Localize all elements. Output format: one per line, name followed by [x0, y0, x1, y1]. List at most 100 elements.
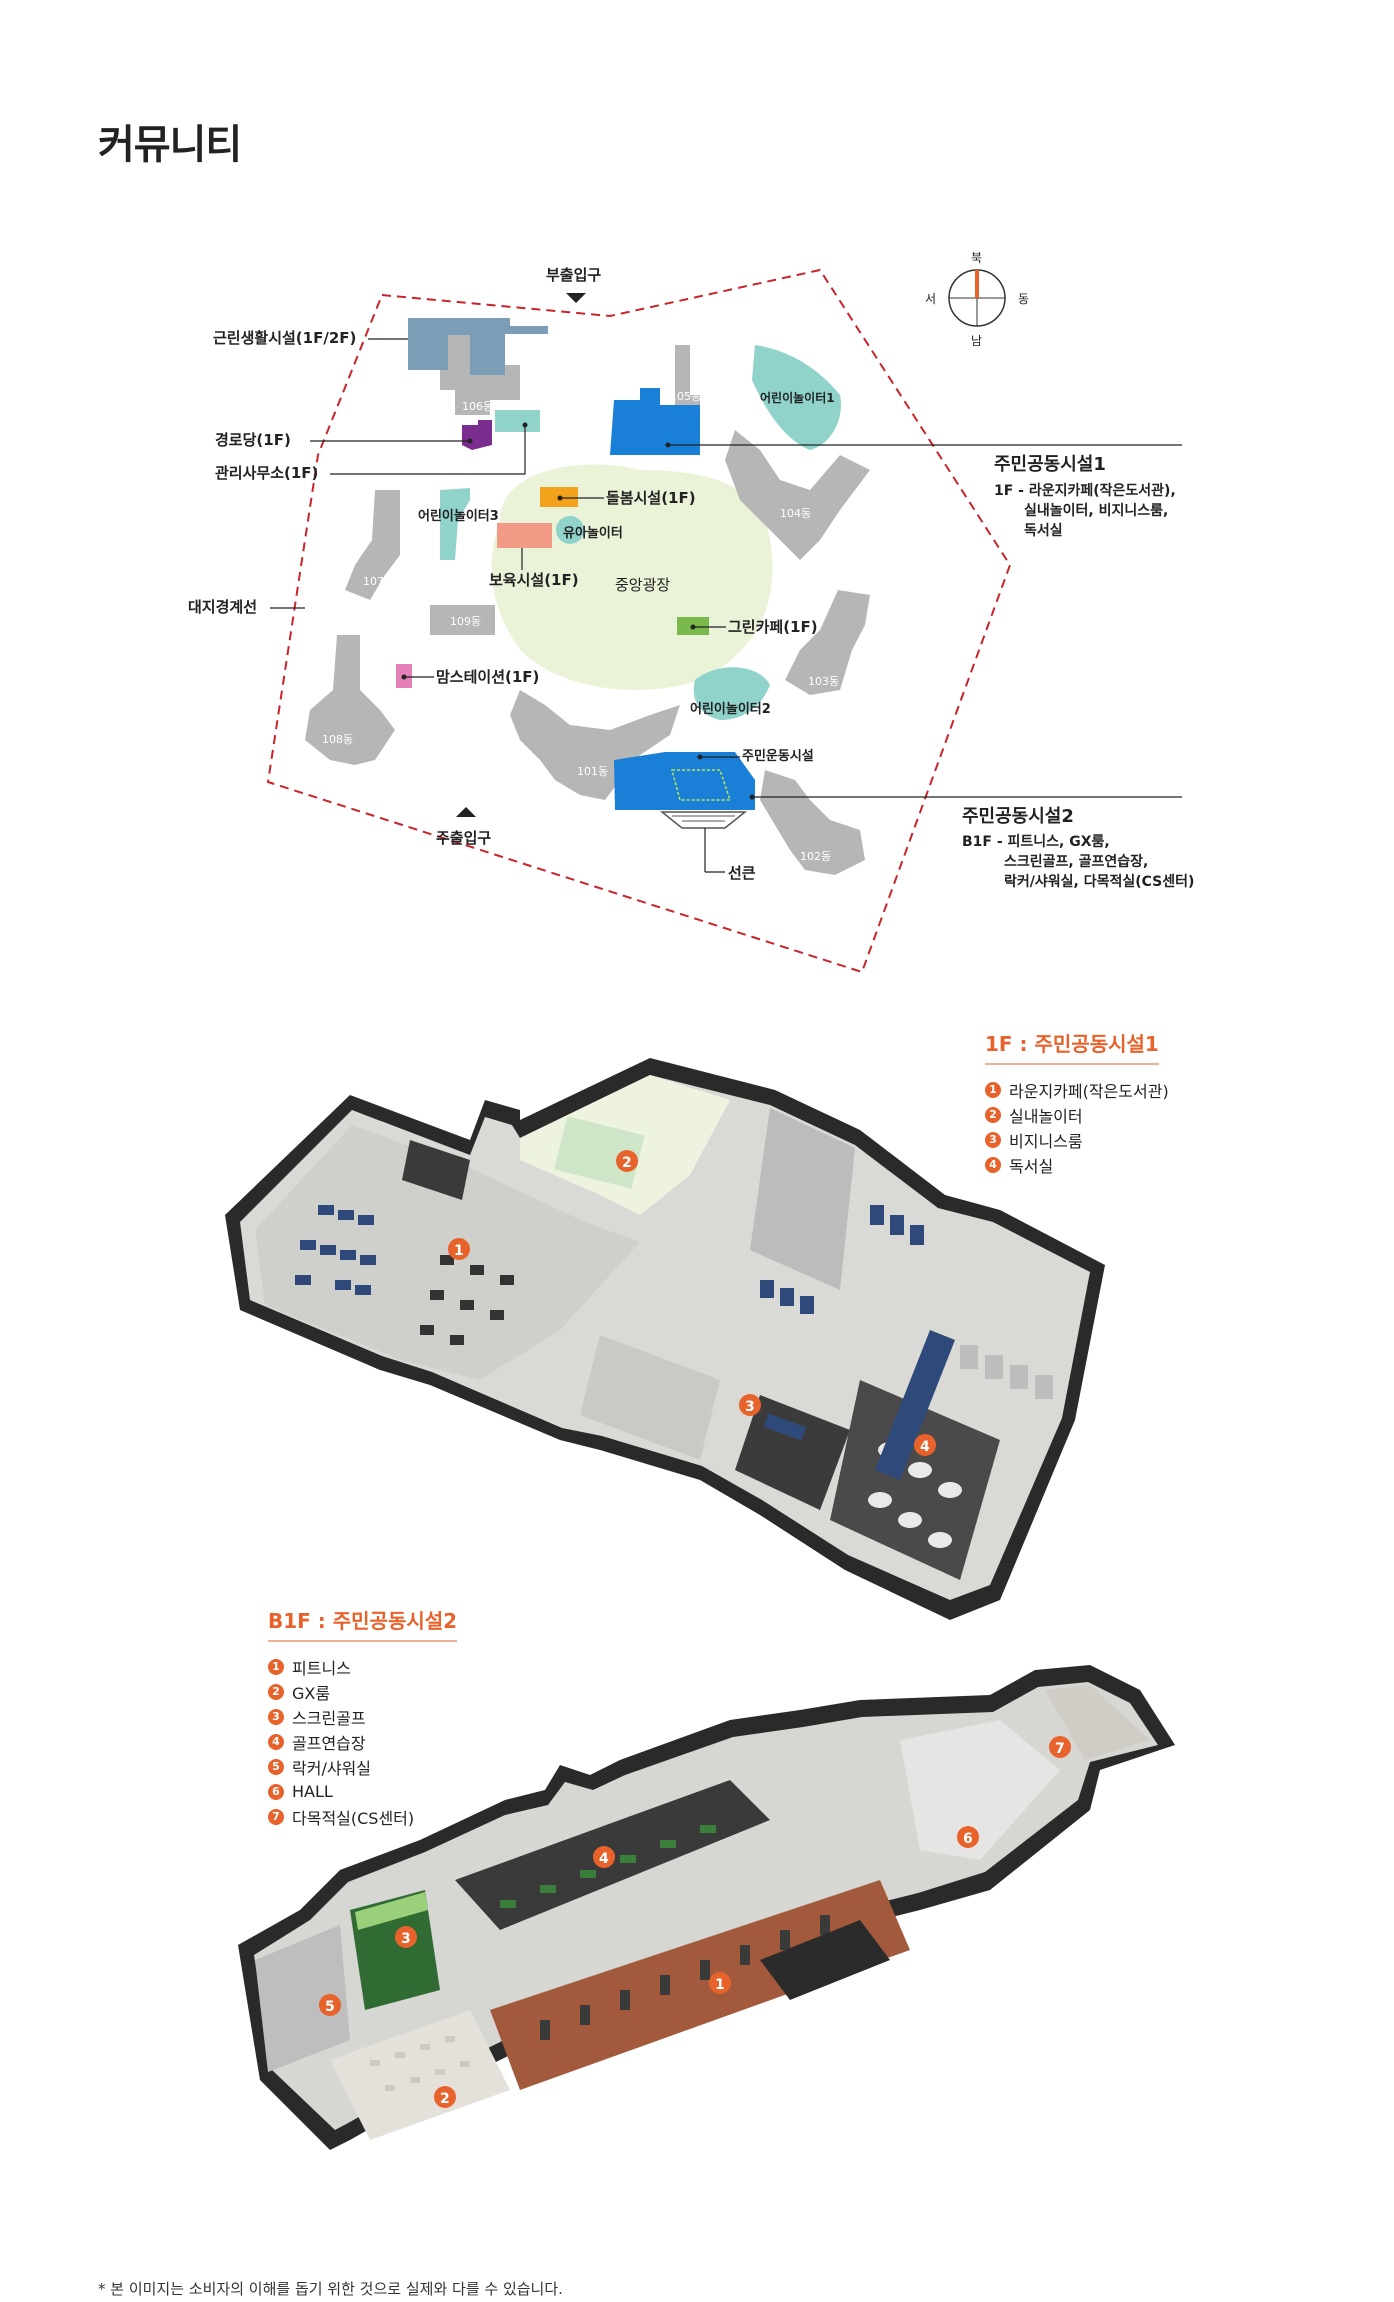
floorB1-legend-item: 3 스크린골프 [268, 1704, 457, 1729]
facility2-title: 주민공동시설2 [962, 806, 1074, 827]
building-label-101: 101동 [577, 765, 608, 778]
floor1-legend-title: 1F : 주민공동시설1 [985, 1028, 1159, 1065]
compass-south: 남 [971, 334, 982, 348]
building-label-107: 107동 [363, 575, 394, 588]
floor1-marker-1 [448, 1238, 470, 1260]
toddler-playground-block [556, 516, 584, 544]
floorB1-legend-item: 6 HALL [268, 1779, 457, 1804]
floorB1-marker-1-num: 1 [715, 1977, 725, 1993]
site-map: 106동 105동 104동 107동 109동 108동 103동 101동 … [188, 251, 1194, 974]
floor1-marker-3-num: 3 [745, 1399, 755, 1415]
main-entrance-arrow [456, 807, 476, 817]
floorB1-legend-num: 4 [268, 1733, 284, 1750]
plaza-label: 중앙광장 [615, 576, 670, 594]
facility1-block [610, 388, 700, 455]
building-101 [510, 690, 680, 800]
floor1-legend-item: 2 실내놀이터 [985, 1102, 1169, 1127]
floorB1-legend-item: 5 락커/샤워실 [268, 1754, 457, 1779]
main-entrance-label: 주출입구 [436, 829, 491, 847]
floorB1-legend-item: 4 골프연습장 [268, 1729, 457, 1754]
floorB1-legend-item: 1 피트니스 [268, 1654, 457, 1679]
floorB1-legend-label: GX룸 [292, 1683, 331, 1703]
floor1-marker-3 [739, 1394, 761, 1416]
floorB1-legend-title: B1F : 주민공동시설2 [268, 1605, 458, 1642]
playground1-block [752, 345, 841, 450]
floor1-legend: 1F : 주민공동시설1 1 라운지카페(작은도서관) 2 실내놀이터 3 비지… [985, 1028, 1169, 1177]
facility1-title: 주민공동시설1 [994, 454, 1106, 475]
floorB1-marker-6 [957, 1826, 979, 1848]
floorB1-marker-2 [434, 2086, 456, 2108]
floor1-marker-1-num: 1 [454, 1243, 464, 1259]
floor1-marker-4-num: 4 [920, 1439, 930, 1455]
facility2-block [614, 752, 755, 810]
building-label-103: 103동 [808, 675, 839, 688]
floor1-legend-label: 독서실 [1009, 1156, 1054, 1176]
floorB1-marker-2-num: 2 [440, 2091, 450, 2107]
sports-label: 주민운동시설 [742, 748, 814, 764]
floorB1-marker-5-num: 5 [325, 1999, 335, 2015]
floorB1-marker-3 [395, 1926, 417, 1948]
floor1-marker-2 [616, 1150, 638, 1172]
facility1-line-2: 실내놀이터, 비지니스룸, [1024, 502, 1168, 519]
page-title: 커뮤니티 [98, 122, 242, 168]
disclaimer: * 본 이미지는 소비자의 이해를 돕기 위한 것으로 실제와 다를 수 있습니… [98, 2280, 563, 2298]
facility2-line-1: B1F - 피트니스, GX룸, [962, 834, 1110, 850]
building-107 [345, 490, 400, 600]
floorB1-marker-4 [593, 1846, 615, 1868]
building-105 [675, 345, 700, 415]
floor1-legend-item: 4 독서실 [985, 1152, 1169, 1177]
office-label: 관리사무소(1F) [215, 464, 318, 482]
senior-center-block [462, 420, 492, 450]
floor1-legend-num: 2 [985, 1106, 1001, 1123]
floorB1-marker-3-num: 3 [401, 1931, 411, 1947]
floorB1-legend-num: 7 [268, 1808, 284, 1825]
sports-field-outline [671, 769, 732, 801]
floorB1-legend-label: 락커/샤워실 [292, 1758, 371, 1778]
toddler-label: 유아놀이터 [563, 525, 623, 541]
compass: 북 남 서 동 [925, 251, 1029, 348]
floorB1-legend-num: 5 [268, 1758, 284, 1775]
building-label-109: 109동 [450, 615, 481, 628]
office-leader [330, 425, 526, 475]
floorB1-marker-7 [1049, 1736, 1071, 1758]
floorB1-marker-6-num: 6 [963, 1831, 973, 1847]
retail-block-lower [408, 335, 448, 370]
floor1-legend-num: 1 [985, 1081, 1001, 1098]
floorB1-marker-7-num: 7 [1055, 1741, 1065, 1757]
floor1-marker-2-num: 2 [622, 1155, 632, 1171]
nursery-label: 보육시설(1F) [489, 571, 579, 589]
playground1-label: 어린이놀이터1 [760, 390, 835, 405]
floorB1-legend-num: 3 [268, 1708, 284, 1725]
sub-entrance-label: 부출입구 [546, 266, 601, 284]
care-label: 돌봄시설(1F) [606, 489, 696, 507]
floor1-legend-label: 라운지카페(작은도서관) [1009, 1081, 1169, 1101]
building-label-106: 106동 [462, 400, 493, 413]
facility2-line-2: 스크린골프, 골프연습장, [1004, 853, 1148, 870]
floorB1-marker-5 [319, 1994, 341, 2016]
facility1-line-1: 1F - 라운지카페(작은도서관), [994, 482, 1176, 499]
building-104 [725, 430, 870, 560]
office-block [495, 410, 540, 432]
floor1-markers: 1 2 3 4 [448, 1150, 936, 1456]
building-102 [760, 770, 865, 875]
facility1-line-3: 독서실 [1024, 523, 1063, 539]
moms-label: 맘스테이션(1F) [436, 668, 539, 686]
floorB1-legend-label: 스크린골프 [292, 1708, 366, 1728]
floorB1-legend-label: 피트니스 [292, 1658, 351, 1678]
sub-entrance-arrow [566, 293, 586, 303]
playground3-block [440, 488, 470, 560]
compass-east: 동 [1018, 292, 1029, 306]
floor1-legend-label: 실내놀이터 [1009, 1106, 1083, 1126]
site-boundary-line [266, 268, 1012, 974]
floor1-legend-item: 1 라운지카페(작은도서관) [985, 1077, 1169, 1102]
floorB1-legend-num: 1 [268, 1658, 284, 1675]
building-109 [430, 605, 495, 635]
floor1-structure [225, 1058, 1105, 1620]
playground2-block [693, 667, 770, 720]
retail-label: 근린생활시설(1F/2F) [213, 329, 356, 347]
floorB1-marker-1 [709, 1972, 731, 1994]
floorB1-legend-num: 2 [268, 1683, 284, 1700]
building-label-105: 105동 [670, 390, 701, 403]
floorB1-legend-num: 6 [268, 1783, 284, 1800]
floorB1-legend: B1F : 주민공동시설2 1 피트니스 2 GX룸 3 스크린골프 4 골프연… [268, 1605, 458, 1829]
